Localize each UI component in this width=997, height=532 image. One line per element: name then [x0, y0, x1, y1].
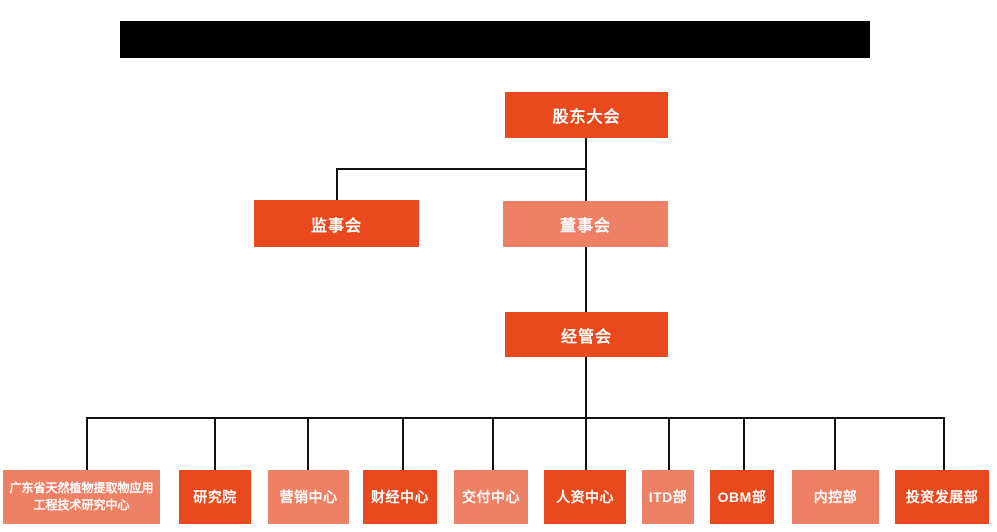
connector-drop-8	[743, 417, 745, 470]
node-dept-internal-control: 内控部	[792, 470, 879, 524]
connector-drop-7	[668, 417, 670, 470]
node-board-of-directors: 董事会	[503, 201, 668, 247]
node-supervisory-board: 监事会	[254, 200, 419, 247]
redacted-title-bar	[120, 21, 870, 58]
node-dept-finance-center: 财经中心	[363, 470, 437, 524]
node-dept-marketing-center: 营销中心	[268, 470, 349, 524]
connector-drop-5	[492, 417, 494, 470]
connector-distributor-horizontal	[86, 417, 945, 419]
connector-drop-1	[86, 417, 88, 470]
node-dept-obm: OBM部	[710, 470, 774, 524]
connector-drop-10	[943, 417, 945, 470]
node-management-committee: 经管会	[505, 312, 668, 357]
node-dept-research-institute: 研究院	[179, 470, 251, 524]
node-dept-itd: ITD部	[642, 470, 694, 524]
connector-root-down	[585, 138, 587, 202]
connector-board-to-management	[585, 247, 587, 312]
connector-drop-9	[834, 417, 836, 470]
connector-drop-2	[214, 417, 216, 470]
connector-management-down	[585, 357, 587, 470]
node-dept-research-center: 广东省天然植物提取物应用工程技术研究中心	[3, 470, 160, 524]
node-dept-hr-center: 人资中心	[544, 470, 626, 524]
node-shareholders-meeting: 股东大会	[505, 92, 668, 138]
node-dept-delivery-center: 交付中心	[454, 470, 528, 524]
connector-drop-3	[307, 417, 309, 470]
connector-to-supervisory	[336, 168, 338, 202]
node-dept-investment-development: 投资发展部	[895, 470, 989, 524]
connector-branch-horizontal	[336, 168, 587, 170]
connector-drop-4	[402, 417, 404, 470]
